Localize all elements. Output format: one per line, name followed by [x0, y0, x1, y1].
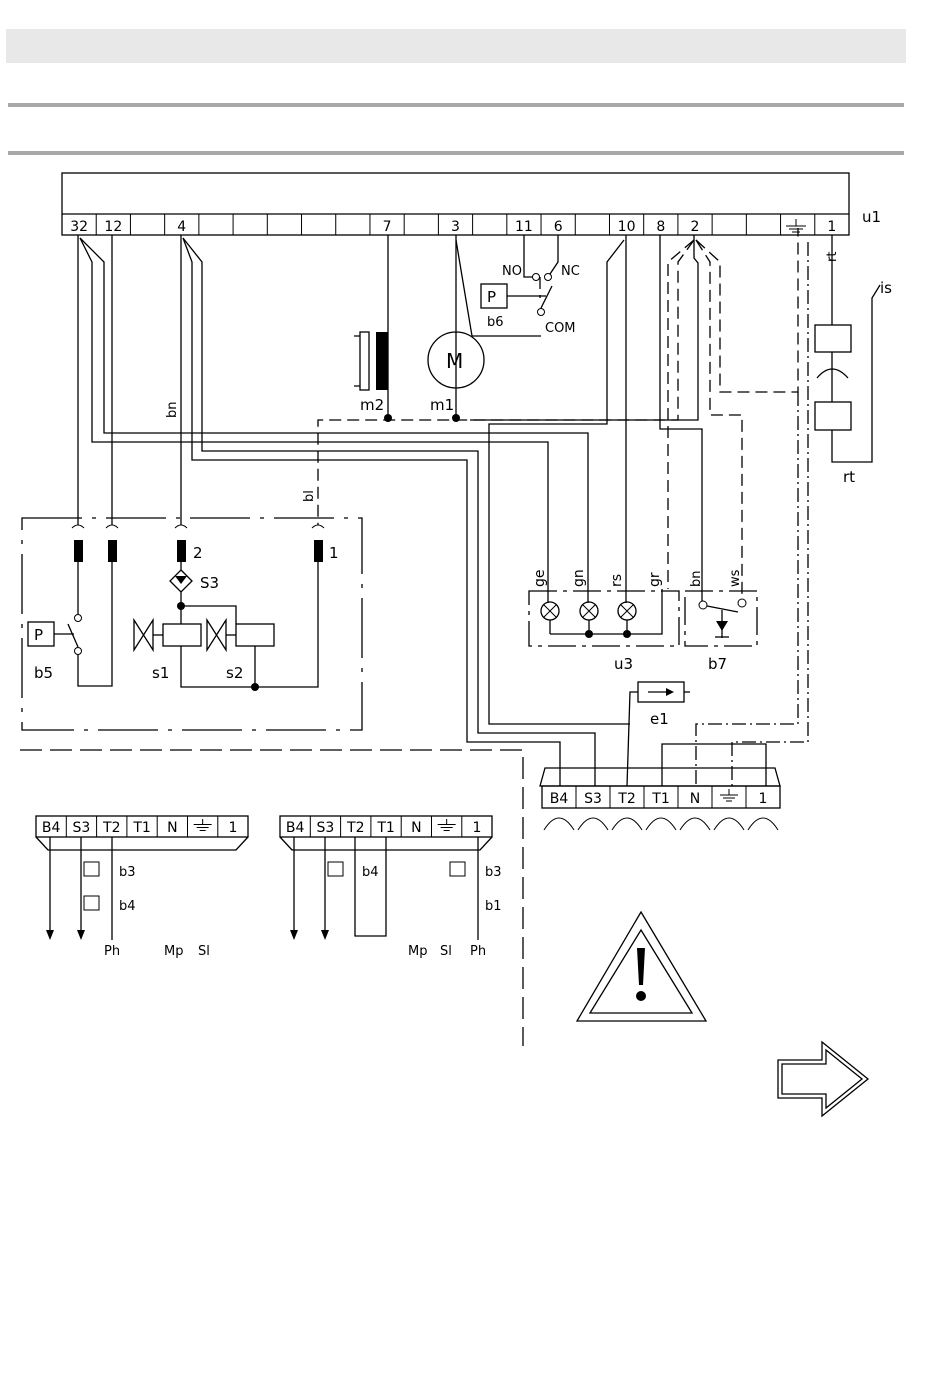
terminal-S3: S3	[317, 820, 335, 836]
socket-cup	[680, 818, 710, 830]
b5-p-symbol: P	[34, 626, 43, 644]
rt-thermostat: rt rt is	[815, 252, 892, 486]
motor-symbol: M	[446, 349, 463, 373]
left-b3-label: b3	[119, 865, 136, 880]
socket-cup	[544, 818, 574, 830]
right-b4-label: b4	[362, 865, 379, 880]
lamp-label-gr: gr	[647, 572, 663, 587]
right-mp-label: Mp	[408, 944, 427, 959]
right-ph-label: Ph	[470, 944, 486, 959]
u1-terminal-8: 8	[656, 219, 665, 235]
u1-terminal-2: 2	[691, 219, 700, 235]
terminal-B4: B4	[550, 791, 569, 807]
coil-1-label: 1	[329, 544, 339, 562]
u1-terminal-7: 7	[383, 219, 392, 235]
b6-label: b6	[487, 315, 504, 330]
earth-ground-icon	[720, 789, 738, 801]
u1-wiring	[78, 228, 880, 786]
b7-bn-label: bn	[689, 571, 704, 588]
u1-terminal-12: 12	[104, 219, 122, 235]
right-sl-label: Sl	[440, 944, 452, 959]
terminal-T1: T1	[376, 820, 394, 836]
terminal-T2: T2	[346, 820, 364, 836]
terminal-T1: T1	[651, 791, 669, 807]
lamp-cross	[544, 605, 556, 617]
e1-label: e1	[650, 710, 669, 728]
is-label: is	[880, 279, 892, 297]
lamp-cross	[621, 605, 633, 617]
u1-label: u1	[862, 208, 881, 226]
terminal-N: N	[690, 791, 700, 807]
next-page-arrow-icon[interactable]	[778, 1042, 868, 1116]
u1-control-unit: 32 12 4 7 3 11 6 10 8 2 1 u1	[62, 173, 881, 235]
b6-pressure-switch: P NO NC COM b6	[481, 264, 580, 336]
b7-label: b7	[708, 655, 727, 673]
nc-label: NC	[561, 264, 580, 279]
left-mp-label: Mp	[164, 944, 183, 959]
socket-cup	[578, 818, 608, 830]
earth-ground-icon	[786, 219, 806, 232]
u1-terminal-32: 32	[70, 219, 88, 235]
earth-ground-icon	[194, 819, 212, 831]
terminal-1: 1	[759, 791, 768, 807]
terminal-1: 1	[228, 820, 237, 836]
com-label: COM	[545, 321, 576, 336]
socket-cup	[612, 818, 642, 830]
socket-cup	[646, 818, 676, 830]
u1-terminal-1: 1	[827, 219, 836, 235]
right-plug-variant: B4 S3 T2 T1 N 1 b4 b3 b1 Mp Sl Ph	[280, 816, 502, 959]
b7-reset-switch: b7 bn ws	[685, 569, 757, 673]
u1-terminal-4: 4	[177, 219, 186, 235]
left-b4-label: b4	[119, 899, 136, 914]
valve-plug-block: 2 1 P b5 S3 s1 s2	[22, 518, 362, 730]
main-7-pole-connector: B4 S3 T2 T1 N 1	[540, 768, 780, 830]
b7-ws-label: ws	[728, 569, 743, 587]
s1-label: s1	[152, 664, 169, 682]
terminal-N: N	[167, 820, 177, 836]
lamp-label-ge: ge	[532, 570, 548, 588]
terminal-N: N	[411, 820, 421, 836]
right-b1-label: b1	[485, 899, 502, 914]
warning-triangle-icon	[577, 912, 706, 1021]
terminal-B4: B4	[42, 820, 61, 836]
lamp-label-rs: rs	[609, 574, 625, 587]
socket-cup	[748, 818, 778, 830]
b6-p-symbol: P	[487, 288, 496, 306]
u1-terminal-3: 3	[451, 219, 460, 235]
u1-terminal-11: 11	[515, 219, 533, 235]
left-ph-label: Ph	[104, 944, 120, 959]
terminal-T2: T2	[617, 791, 635, 807]
u1-terminal-10: 10	[618, 219, 636, 235]
m2-ignition-transformer: m2	[354, 332, 392, 422]
right-b3-label: b3	[485, 865, 502, 880]
terminal-T2: T2	[102, 820, 120, 836]
u3-indicator-lamps: ge gn rs gr u3	[529, 569, 679, 673]
socket-cup	[714, 818, 744, 830]
u1-terminal-6: 6	[554, 219, 563, 235]
bn-wire-label: bn	[165, 402, 180, 419]
earth-ground-icon	[438, 819, 456, 831]
terminal-B4: B4	[286, 820, 305, 836]
terminal-T1: T1	[132, 820, 150, 836]
m1-label: m1	[430, 396, 454, 414]
m2-label: m2	[360, 396, 384, 414]
lamp-cross	[583, 605, 595, 617]
coil-2-label: 2	[193, 544, 203, 562]
u3-label: u3	[614, 655, 633, 673]
s3-label: S3	[200, 574, 219, 592]
terminal-1: 1	[472, 820, 481, 836]
terminal-S3: S3	[73, 820, 91, 836]
s2-label: s2	[226, 664, 243, 682]
left-plug-variant: B4 S3 T2 T1 N 1 b3 b4 Ph Mp Sl	[36, 816, 248, 959]
rt-bottom-label: rt	[843, 468, 855, 486]
terminal-S3: S3	[584, 791, 602, 807]
bl-wire-label: bl	[302, 490, 317, 502]
left-sl-label: Sl	[198, 944, 210, 959]
no-label: NO	[502, 264, 522, 279]
b5-label: b5	[34, 664, 53, 682]
rt-top-label: rt	[825, 252, 840, 262]
lamp-label-gn: gn	[571, 569, 587, 587]
